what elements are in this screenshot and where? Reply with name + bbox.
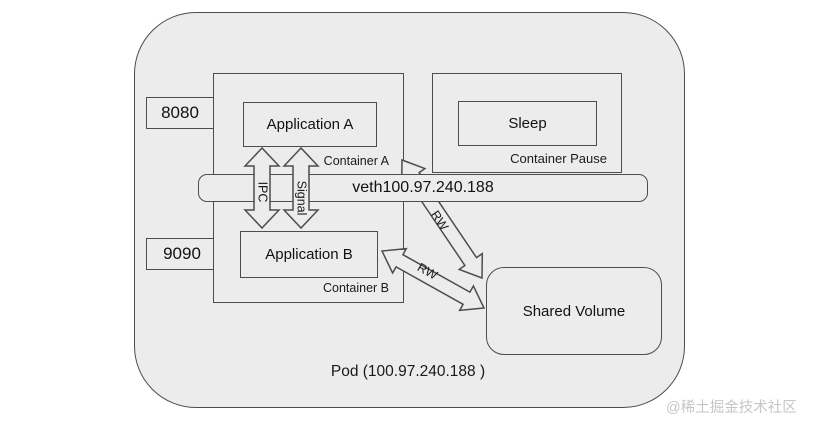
application-b-label: Application B [265, 246, 353, 263]
ipc-arrow-label: IPC [256, 182, 270, 203]
rw-arrow-containerb-to-volume [380, 247, 486, 312]
signal-arrow-label: Signal [295, 181, 309, 216]
veth-bar: veth100.97.240.188 [198, 174, 648, 202]
pod-label: Pod (100.97.240.188 ) [330, 363, 486, 380]
application-a-box: Application A [243, 102, 377, 147]
veth-label: veth100.97.240.188 [352, 179, 494, 196]
sleep-box: Sleep [458, 101, 597, 146]
port-8080-label: 8080 [161, 103, 199, 122]
application-b-box: Application B [240, 231, 378, 278]
rw-containerb-volume-label: RW [415, 260, 440, 282]
port-9090-label: 9090 [163, 244, 201, 263]
application-a-label: Application A [266, 116, 354, 133]
port-8080-box: 8080 [146, 97, 214, 129]
shared-volume-label: Shared Volume [522, 302, 626, 320]
container-a-label: Container A [323, 154, 389, 168]
shared-volume-box: Shared Volume [486, 267, 662, 355]
ipc-arrow [243, 146, 281, 230]
rw-veth-volume-label: RW [428, 208, 451, 233]
signal-arrow [282, 146, 320, 230]
sleep-label: Sleep [508, 115, 547, 132]
watermark: @稀土掘金技术社区 [666, 400, 797, 416]
container-pause-label: Container Pause [510, 151, 607, 166]
container-b-label: Container B [322, 281, 389, 295]
